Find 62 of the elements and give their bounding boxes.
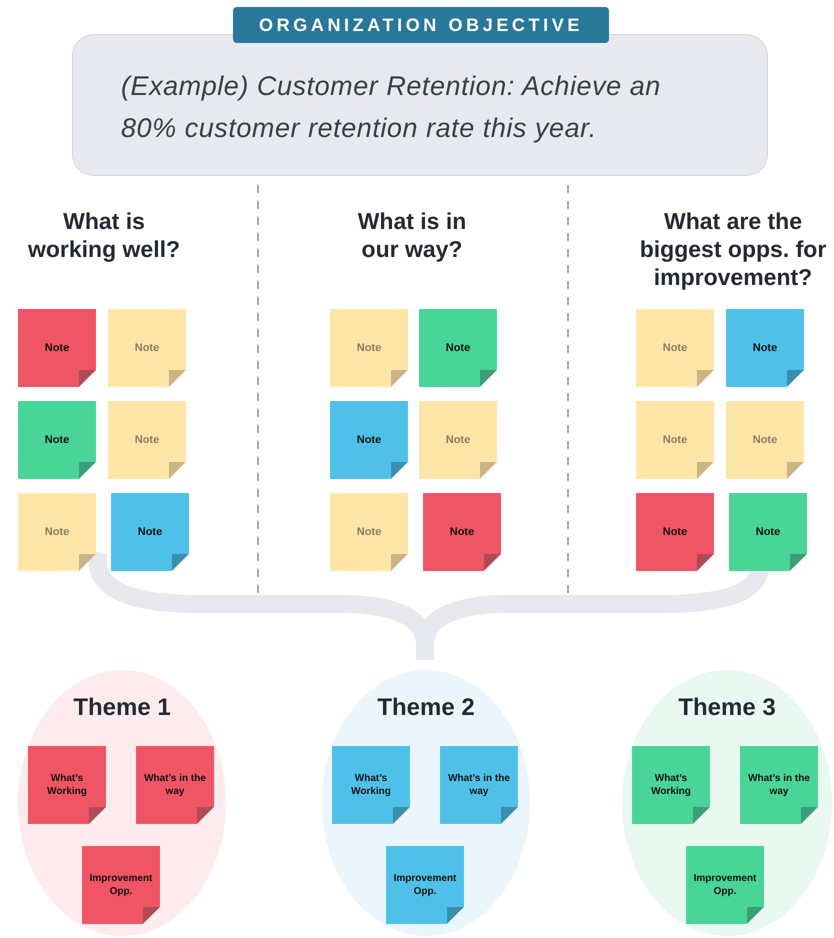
note-text: Improvement Opp. (392, 872, 458, 898)
sticky-note (18, 309, 96, 387)
note-text: What’s in the way (143, 772, 207, 798)
note-text: What’s Working (350, 772, 392, 798)
theme-title: Theme 3 (678, 694, 776, 722)
note-text: Note (134, 340, 160, 356)
sticky-note (18, 493, 96, 571)
note-text: Note (138, 524, 162, 540)
sticky-note (636, 493, 714, 571)
sticky-note (332, 746, 410, 824)
column-heading: What is in our way? (356, 207, 468, 263)
sticky-note (28, 746, 106, 824)
note-text: Note (356, 432, 382, 448)
sticky-note (330, 309, 408, 387)
sticky-note (729, 493, 807, 571)
note-text: Note (44, 524, 70, 540)
heading-badge: ORGANIZATION OBJECTIVE (233, 7, 609, 43)
sticky-note (636, 309, 714, 387)
column-heading: What are the biggest opps. for improvement? (638, 207, 828, 291)
note-text: Improvement Opp. (88, 872, 154, 898)
sticky-note (686, 846, 764, 924)
sticky-note (330, 401, 408, 479)
note-text: Note (44, 340, 70, 356)
note-text: Improvement Opp. (692, 872, 758, 898)
note-text: Note (450, 524, 474, 540)
sticky-note (726, 309, 804, 387)
note-text: Note (446, 432, 470, 448)
sticky-note (423, 493, 501, 571)
sticky-note (111, 493, 189, 571)
note-text: Note (356, 524, 382, 540)
note-text: Note (134, 432, 160, 448)
note-text: Note (752, 432, 778, 448)
note-text: What’s Working (650, 772, 692, 798)
sticky-note (386, 846, 464, 924)
theme-title: Theme 1 (73, 694, 171, 722)
sticky-note (440, 746, 518, 824)
sticky-note (82, 846, 160, 924)
note-text: Note (662, 524, 688, 540)
objective-text: (Example) Customer Retention: Achieve an 80% customer retention rate this year. (121, 70, 662, 145)
theme-title: Theme 2 (377, 694, 475, 722)
sticky-note (726, 401, 804, 479)
column-heading: What is working well? (26, 207, 182, 263)
sticky-note (330, 493, 408, 571)
note-text: What’s Working (46, 772, 88, 798)
sticky-note (108, 401, 186, 479)
note-text: What’s in the way (447, 772, 511, 798)
note-text: Note (356, 340, 382, 356)
note-text: Note (752, 340, 778, 356)
note-text: Note (662, 340, 688, 356)
sticky-note (419, 401, 497, 479)
note-text: What’s in the way (747, 772, 811, 798)
note-text: Note (446, 340, 470, 356)
sticky-note (419, 309, 497, 387)
sticky-note (108, 309, 186, 387)
note-text: Note (44, 432, 70, 448)
sticky-note (136, 746, 214, 824)
sticky-note (740, 746, 818, 824)
note-text: Note (756, 524, 780, 540)
sticky-note (632, 746, 710, 824)
sticky-note (18, 401, 96, 479)
sticky-note (636, 401, 714, 479)
note-text: Note (662, 432, 688, 448)
